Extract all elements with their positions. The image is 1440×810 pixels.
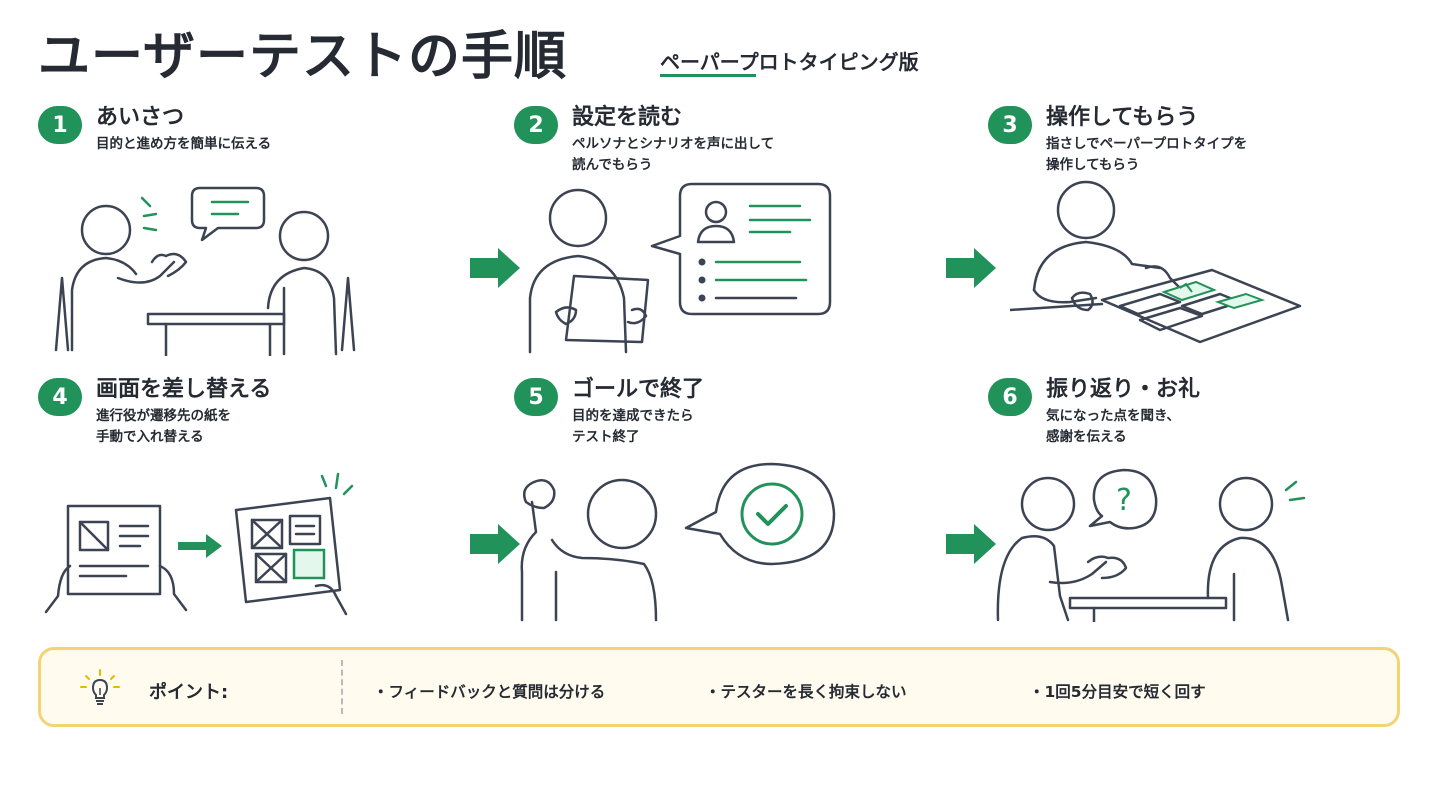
step-title: 振り返り・お礼 xyxy=(1046,377,1201,402)
page-title: ユーザーテストの手順 xyxy=(38,27,567,87)
point-item: ・1回5分目安で短く回す xyxy=(1029,683,1206,701)
step-title: ゴールで終了 xyxy=(572,377,705,402)
step-title: 設定を読む xyxy=(572,105,683,130)
step-description: 進行役が遷移先の紙を 手動で入れ替える xyxy=(96,408,231,445)
pointing-prototype-illustration xyxy=(1010,180,1302,344)
arrow-right-icon xyxy=(470,524,520,564)
step-number-badge: 2 xyxy=(514,106,558,144)
step-number-badge: 4 xyxy=(38,378,82,416)
arrow-right-icon xyxy=(946,248,996,288)
step-6: 6 振り返り・お礼 気になった点を聞き、 感謝を伝える xyxy=(988,376,1388,448)
step-number-badge: 1 xyxy=(38,106,82,144)
step-1: 1 あいさつ 目的と進め方を簡単に伝える xyxy=(38,104,438,155)
feedback-illustration: ? xyxy=(996,468,1306,622)
step-title: あいさつ xyxy=(96,105,185,130)
reading-persona-illustration xyxy=(528,182,832,354)
step-description: 気になった点を聞き、 感謝を伝える xyxy=(1046,408,1181,445)
point-item: ・テスターを長く拘束しない xyxy=(705,683,907,701)
step-description: 目的を達成できたら テスト終了 xyxy=(572,408,694,445)
svg-text:?: ? xyxy=(1116,483,1132,518)
greeting-illustration xyxy=(54,186,356,356)
page-subtitle: ペーパープロトタイピング版 xyxy=(660,50,919,74)
points-label: ポイント: xyxy=(149,682,229,703)
points-panel: ポイント: ・フィードバックと質問は分ける ・テスターを長く拘束しない ・1回5… xyxy=(38,647,1400,727)
arrow-right-icon xyxy=(946,524,996,564)
step-number-badge: 3 xyxy=(988,106,1032,144)
step-description: ペルソナとシナリオを声に出して 読んでもらう xyxy=(572,136,775,173)
goal-check-illustration xyxy=(520,462,836,622)
step-title: 操作してもらう xyxy=(1046,105,1199,130)
step-description: 指さしでペーパープロトタイプを 操作してもらう xyxy=(1046,136,1248,173)
swap-paper-illustration xyxy=(44,472,354,616)
step-description: 目的と進め方を簡単に伝える xyxy=(96,136,272,152)
step-4: 4 画面を差し替える 進行役が遷移先の紙を 手動で入れ替える xyxy=(38,376,438,448)
subtitle-underline xyxy=(660,74,756,77)
step-title: 画面を差し替える xyxy=(96,377,272,402)
step-3: 3 操作してもらう 指さしでペーパープロトタイプを 操作してもらう xyxy=(988,104,1388,176)
arrow-right-icon xyxy=(470,248,520,288)
step-2: 2 設定を読む ペルソナとシナリオを声に出して 読んでもらう xyxy=(514,104,914,176)
step-number-badge: 5 xyxy=(514,378,558,416)
step-5: 5 ゴールで終了 目的を達成できたら テスト終了 xyxy=(514,376,914,448)
step-number-badge: 6 xyxy=(988,378,1032,416)
lightbulb-icon xyxy=(80,669,120,705)
points-divider xyxy=(341,660,343,714)
point-item: ・フィードバックと質問は分ける xyxy=(373,683,606,701)
